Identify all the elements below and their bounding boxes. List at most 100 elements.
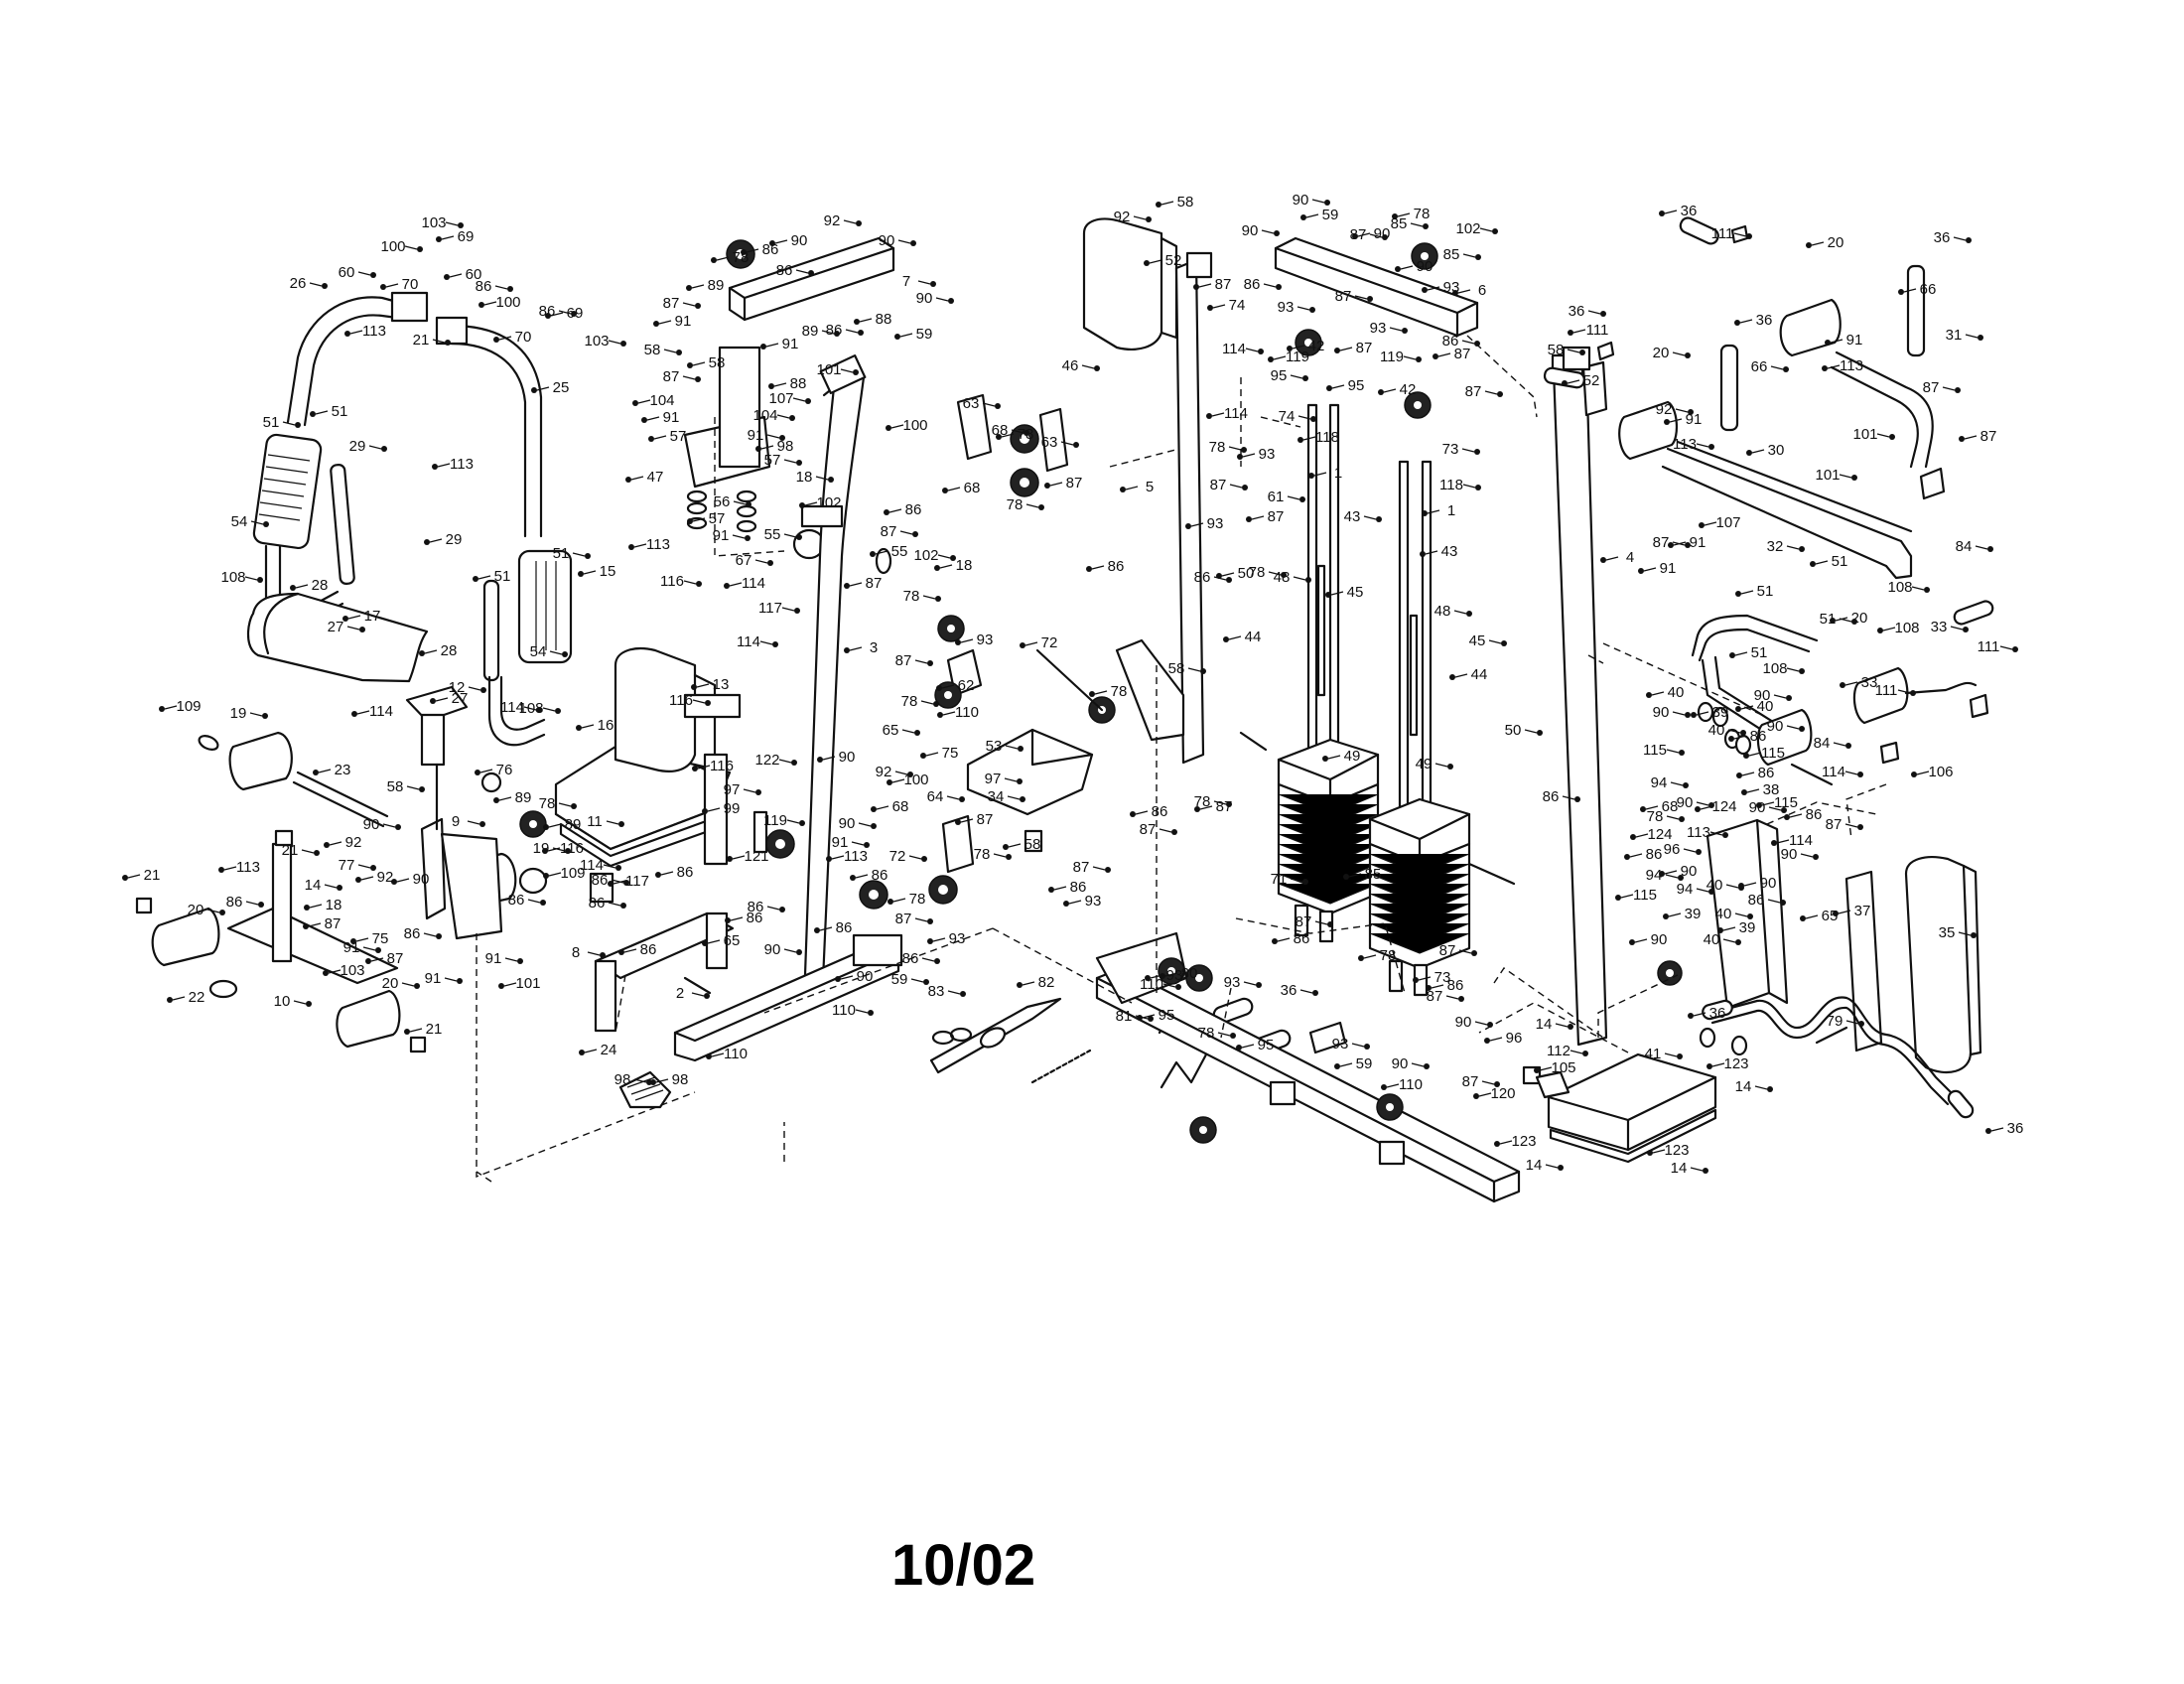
part-callout: 60 [466, 266, 482, 283]
callout-leader-line [1363, 954, 1377, 959]
part-callout: 36 [1281, 982, 1297, 999]
callout-leader-line [925, 752, 939, 757]
callout-leader-line [1882, 627, 1896, 632]
hardware-dot [458, 222, 464, 228]
callout-leader-line [843, 219, 857, 224]
callout-leader-line [1704, 521, 1717, 526]
leg-extension [135, 592, 548, 1053]
callout-leader-line [360, 876, 374, 881]
part-callout: 85 [1365, 866, 1382, 883]
callout-leader-line [633, 543, 647, 548]
callout-leader-line [892, 898, 906, 903]
arm-assembly-left [252, 291, 573, 747]
callout-leader-line [946, 795, 960, 800]
hardware-dot [1747, 913, 1753, 919]
part-callout: 63 [1041, 434, 1058, 451]
callout-leader-line [760, 445, 774, 450]
hardware-dot [1471, 950, 1477, 956]
hardware-dot [1717, 927, 1723, 933]
hardware-dot [540, 900, 546, 906]
part-callout: 87 [1465, 383, 1482, 400]
callout-leader-line [1696, 711, 1709, 716]
part-callout: 86 [836, 919, 853, 936]
hardware-dot [1194, 806, 1200, 812]
hardware-dot [1663, 913, 1669, 919]
callout-leader-line [1524, 729, 1538, 734]
callout-leader-line [1670, 781, 1684, 786]
callout-leader-line [581, 724, 595, 729]
hardware-dot [1272, 938, 1278, 944]
hardware-dot [746, 501, 751, 507]
hardware-dot [1845, 743, 1851, 749]
part-callout: 29 [349, 438, 366, 455]
hardware-dot [1911, 772, 1917, 777]
hardware-dot [424, 539, 430, 545]
hardware-dot [543, 873, 549, 879]
part-callout: 93 [1166, 967, 1183, 984]
part-callout: 56 [714, 493, 731, 510]
callout-leader-line [891, 778, 905, 783]
part-callout: 86 [748, 899, 764, 915]
callout-leader-line [888, 508, 902, 513]
part-callout: 65 [724, 932, 741, 949]
hardware-dot [927, 660, 933, 666]
part-callout: 86 [872, 867, 888, 884]
hardware-dot [1156, 202, 1161, 208]
callout-leader-line [1664, 1052, 1678, 1057]
hardware-dot [1729, 652, 1735, 658]
callout-leader-line [1268, 571, 1282, 576]
part-callout: 117 [758, 600, 782, 617]
part-callout: 51 [1832, 553, 1848, 570]
callout-leader-line [1652, 1149, 1666, 1154]
callout-leader-line [1001, 433, 1015, 438]
part-callout: 101 [1852, 426, 1877, 443]
hardware-dot [380, 284, 386, 290]
callout-leader-line [875, 550, 888, 555]
hardware-dot [579, 1050, 585, 1055]
hardware-dot [844, 583, 850, 589]
callout-leader-line [1833, 742, 1846, 747]
hardware-dot [498, 983, 504, 989]
callout-leader-line [1776, 839, 1790, 844]
part-callout: 90 [1374, 225, 1391, 242]
part-callout: 73 [1442, 441, 1459, 458]
hardware-dot [419, 650, 425, 656]
part-callout: 65 [883, 722, 899, 739]
callout-leader-line [1369, 233, 1383, 238]
part-callout: 108 [1887, 579, 1912, 596]
part-callout: 49 [1344, 748, 1361, 765]
part-callout: 86 [762, 241, 779, 258]
part-callout: 49 [1416, 756, 1433, 772]
callout-leader-line [1675, 408, 1689, 413]
leg-lever-assembly [1691, 600, 1994, 767]
callout-leader-line [349, 330, 363, 335]
part-callout: 75 [372, 930, 389, 947]
hardware-dot [1722, 832, 1728, 838]
callout-leader-line [1091, 565, 1105, 570]
hardware-dot [1484, 1038, 1490, 1044]
hardware-dot [706, 1053, 712, 1059]
hardware-dot [1426, 985, 1432, 991]
hardware-dot [1063, 901, 1069, 907]
callout-leader-line [1499, 1140, 1513, 1145]
callout-leader-line [1092, 866, 1106, 871]
part-callout: 77 [339, 857, 355, 874]
part-callout: 40 [1715, 906, 1732, 922]
hardware-dot [933, 701, 939, 707]
hardware-dot [1334, 348, 1340, 353]
hardware-dot [457, 978, 463, 984]
hardware-dot [565, 848, 571, 854]
base-frame [1095, 931, 1542, 1203]
hardware-dot [948, 298, 954, 304]
callout-leader-line [1916, 771, 1930, 775]
callout-leader-line [1339, 347, 1353, 351]
hardware-dot [1600, 557, 1606, 563]
part-callout: 108 [1894, 620, 1919, 636]
hardware-dot [1677, 1053, 1683, 1059]
part-callout: 40 [1704, 931, 1720, 948]
callout-leader-line [1690, 1167, 1704, 1172]
part-callout: 54 [231, 513, 248, 530]
hardware-dot [856, 220, 862, 226]
part-callout: 110 [832, 1002, 856, 1019]
hardware-dot [314, 850, 320, 856]
